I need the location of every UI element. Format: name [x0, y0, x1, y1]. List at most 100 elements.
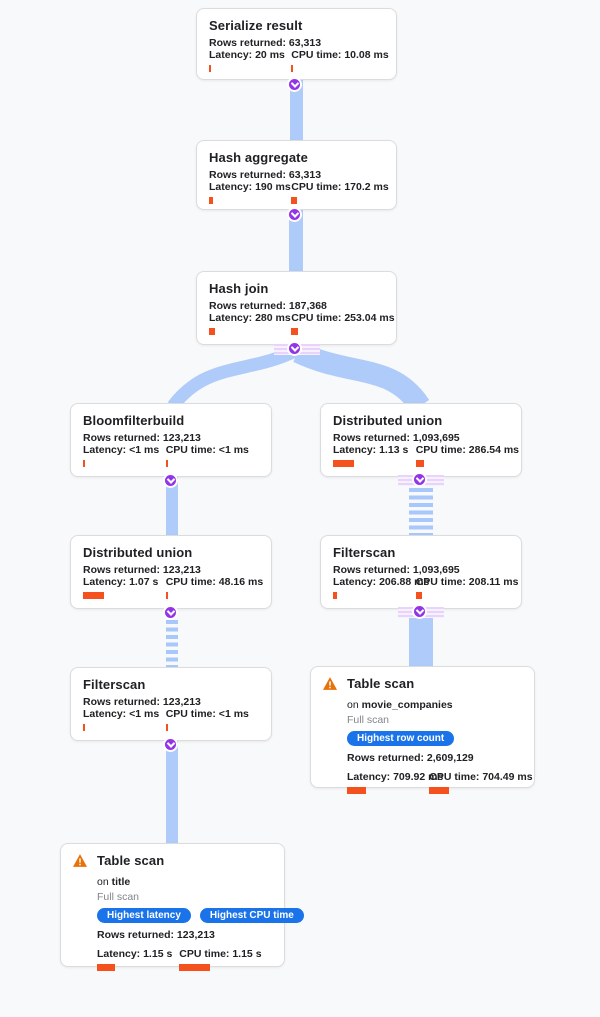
- cpu-bar: [291, 328, 299, 335]
- cpu-label: CPU time: 286.54 ms: [415, 444, 520, 456]
- node-filterscan-right[interactable]: Filterscan Rows returned: 1,093,695 Late…: [320, 535, 522, 609]
- cpu-label: CPU time: <1 ms: [165, 444, 249, 456]
- metrics: Latency: <1 ms CPU time: <1 ms: [83, 444, 259, 469]
- node-table-scan-title[interactable]: Table scan on title Full scan Highest la…: [60, 843, 304, 971]
- collapse-chevron-down-icon-filterscan-left[interactable]: [163, 737, 178, 752]
- warning-icon: [73, 853, 97, 872]
- rows-returned: Rows returned: 1,093,695: [333, 564, 460, 576]
- node-filterscan-left[interactable]: Filterscan Rows returned: 123,213 Latenc…: [70, 667, 272, 741]
- cpu-bar: [415, 592, 422, 599]
- highest-row-count-badge: Highest row count: [347, 731, 455, 746]
- edge-hashjoin-bloomfilterbuild: [167, 345, 298, 411]
- latency-label: Latency: <1 ms: [83, 708, 160, 720]
- node-title: Table scan: [347, 676, 415, 691]
- cpu-label: CPU time: 208.11 ms: [415, 576, 519, 588]
- rows-returned: Rows returned: 63,313: [209, 37, 322, 49]
- metrics: Latency: 206.88 ms CPU time: 208.11 ms: [333, 576, 519, 601]
- collapse-chevron-down-icon-distunion-right[interactable]: [412, 472, 427, 487]
- node-hash-aggregate[interactable]: Hash aggregate Rows returned: 63,313 Lat…: [196, 140, 397, 210]
- node-bloomfilterbuild[interactable]: Bloomfilterbuild Rows returned: 123,213 …: [70, 403, 272, 477]
- metrics: Latency: 709.92 ms CPU time: 704.49 ms: [347, 771, 533, 796]
- latency-label: Latency: 709.92 ms: [347, 771, 444, 783]
- cpu-label: CPU time: <1 ms: [165, 708, 249, 720]
- scan-type: Full scan: [97, 891, 140, 903]
- edge-hashagg-hashjoin: [289, 209, 303, 272]
- latency-label: Latency: 190 ms: [209, 181, 291, 193]
- metrics: Latency: 190 ms CPU time: 170.2 ms: [209, 181, 389, 206]
- rows-returned: Rows returned: 123,213: [83, 564, 201, 576]
- highest-cpu-time-badge: Highest CPU time: [199, 908, 304, 923]
- scan-target: on movie_companies: [347, 699, 453, 711]
- edge-distunion-filterscan-right: [409, 488, 433, 536]
- latency-bar: [347, 787, 366, 794]
- node-title: Table scan: [97, 853, 165, 868]
- table-name: movie_companies: [361, 699, 453, 711]
- cpu-label: CPU time: 253.04 ms: [291, 312, 395, 324]
- collapse-chevron-down-icon-distunion-left[interactable]: [163, 605, 178, 620]
- scan-type: Full scan: [347, 714, 390, 726]
- rows-returned: Rows returned: 1,093,695: [333, 432, 460, 444]
- latency-bar: [97, 964, 115, 971]
- latency-bar: [333, 592, 337, 599]
- latency-label: Latency: 1.07 s: [83, 576, 159, 588]
- latency-bar: [209, 197, 213, 204]
- node-title: Distributed union: [333, 413, 443, 428]
- collapse-chevron-down-icon-hash-join[interactable]: [287, 341, 302, 356]
- node-title: Distributed union: [83, 545, 193, 560]
- table-name: title: [111, 876, 131, 888]
- cpu-label: CPU time: 48.16 ms: [165, 576, 264, 588]
- node-hash-join[interactable]: Hash join Rows returned: 187,368 Latency…: [196, 271, 397, 345]
- latency-label: Latency: 280 ms: [209, 312, 291, 324]
- latency-label: Latency: 20 ms: [209, 49, 285, 61]
- collapse-chevron-down-icon-serialize[interactable]: [287, 77, 302, 92]
- latency-label: Latency: 1.15 s: [97, 948, 173, 960]
- cpu-label: CPU time: 704.49 ms: [429, 771, 533, 783]
- metrics: Latency: <1 ms CPU time: <1 ms: [83, 708, 259, 733]
- node-title: Filterscan: [83, 677, 146, 692]
- collapse-chevron-down-icon-filterscan-right[interactable]: [412, 604, 427, 619]
- cpu-bar: [165, 592, 168, 599]
- cpu-label: CPU time: 10.08 ms: [291, 49, 389, 61]
- cpu-bar: [179, 964, 211, 971]
- rows-returned: Rows returned: 123,213: [83, 696, 201, 708]
- node-distributed-union-right[interactable]: Distributed union Rows returned: 1,093,6…: [320, 403, 522, 477]
- rows-returned: Rows returned: 2,609,129: [347, 752, 474, 764]
- collapse-chevron-down-icon-hash-aggregate[interactable]: [287, 207, 302, 222]
- badge-row: Highest row count: [347, 731, 522, 746]
- rows-returned: Rows returned: 123,213: [83, 432, 201, 444]
- cpu-label: CPU time: 170.2 ms: [291, 181, 389, 193]
- node-title: Hash aggregate: [209, 150, 308, 165]
- cpu-bar: [291, 65, 294, 72]
- metrics: Latency: 1.13 s CPU time: 286.54 ms: [333, 444, 520, 469]
- latency-bar: [209, 65, 211, 72]
- latency-bar: [83, 724, 85, 731]
- node-title: Filterscan: [333, 545, 396, 560]
- node-table-scan-movie-companies[interactable]: Table scan on movie_companies Full scan …: [310, 666, 535, 794]
- rows-returned: Rows returned: 187,368: [209, 300, 327, 312]
- latency-label: Latency: 206.88 ms: [333, 576, 430, 588]
- node-title: Serialize result: [209, 18, 303, 33]
- latency-bar: [333, 460, 354, 467]
- cpu-bar: [429, 787, 450, 794]
- metrics: Latency: 280 ms CPU time: 253.04 ms: [209, 312, 395, 337]
- latency-label: Latency: 1.13 s: [333, 444, 409, 456]
- node-distributed-union-left[interactable]: Distributed union Rows returned: 123,213…: [70, 535, 272, 609]
- cpu-label: CPU time: 1.15 s: [179, 948, 262, 960]
- badge-row: Highest latency Highest CPU time: [97, 908, 304, 923]
- edge-distunion-filterscan-left: [166, 620, 178, 668]
- latency-bar: [209, 328, 215, 335]
- cpu-bar: [165, 724, 168, 731]
- edge-bloom-distunion: [166, 477, 178, 536]
- collapse-chevron-down-icon-bloomfilterbuild[interactable]: [163, 473, 178, 488]
- rows-returned: Rows returned: 123,213: [97, 929, 215, 941]
- metrics: Latency: 1.15 s CPU time: 1.15 s: [97, 948, 272, 973]
- cpu-bar: [415, 460, 424, 467]
- node-serialize-result[interactable]: Serialize result Rows returned: 63,313 L…: [196, 8, 397, 80]
- highest-latency-badge: Highest latency: [97, 908, 191, 923]
- metrics: Latency: 1.07 s CPU time: 48.16 ms: [83, 576, 264, 601]
- latency-label: Latency: <1 ms: [83, 444, 160, 456]
- warning-icon: [323, 676, 347, 695]
- edge-filterscan-tablescan-left: [166, 741, 178, 844]
- rows-returned: Rows returned: 63,313: [209, 169, 322, 181]
